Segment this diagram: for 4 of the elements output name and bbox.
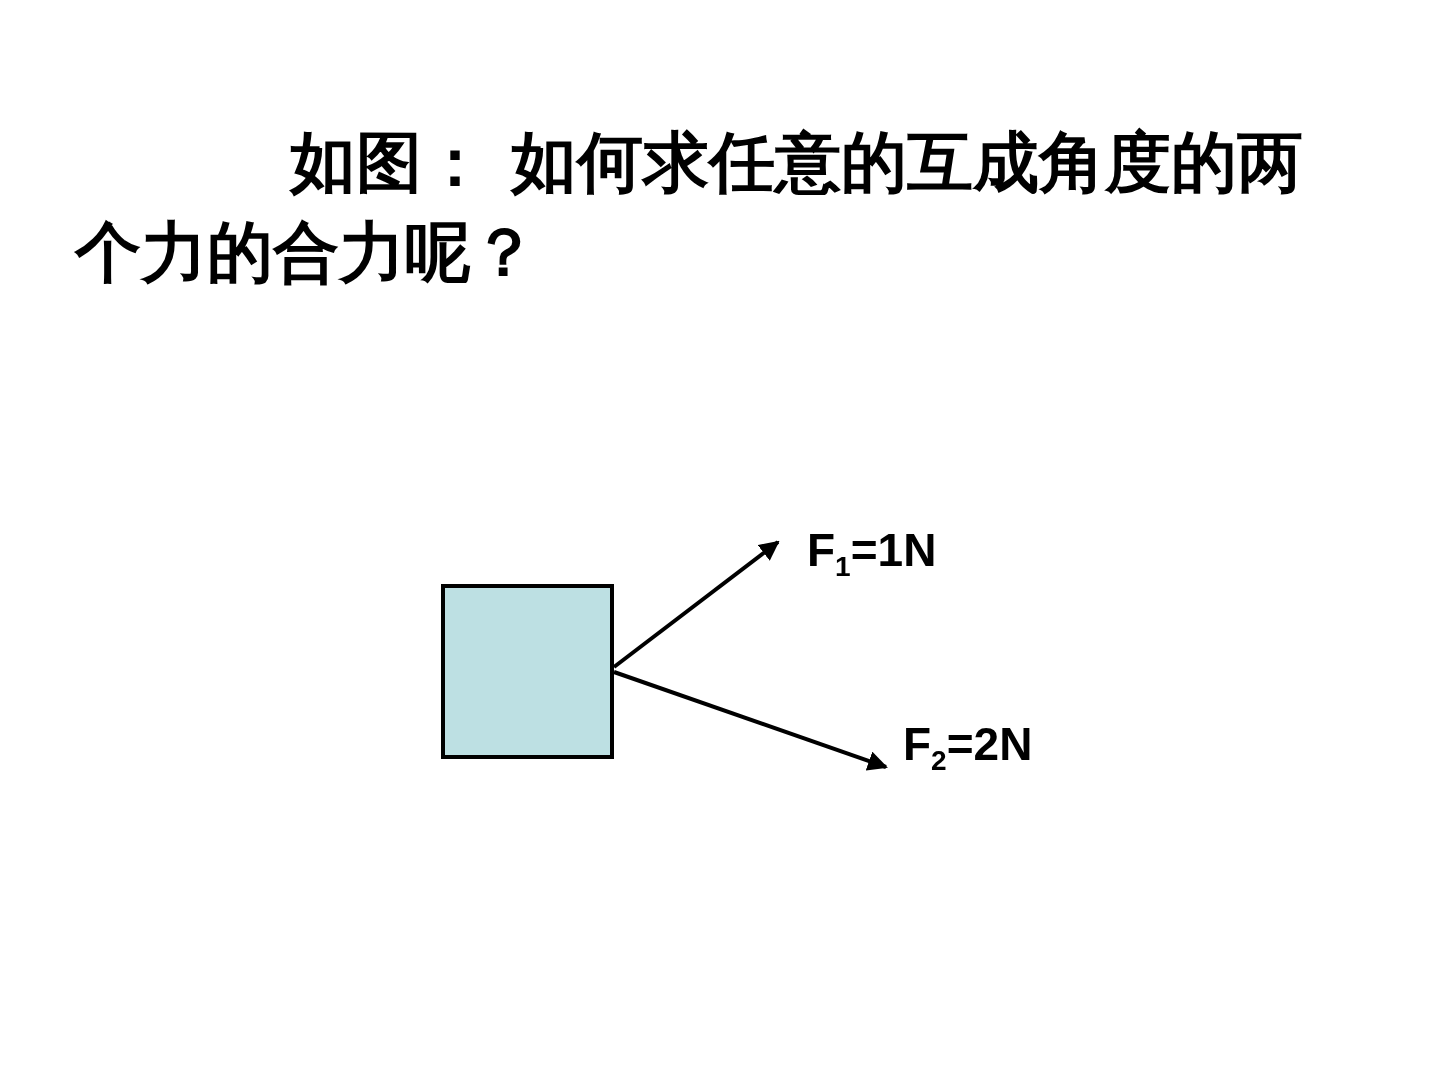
title: 如图： 如何求任意的互成角度的两个力的合力呢？ — [75, 123, 1304, 293]
force-label: F$_{2}$=2N — [903, 718, 1033, 778]
force-label: F$_{1}$=1N — [807, 524, 937, 584]
block — [441, 584, 614, 759]
